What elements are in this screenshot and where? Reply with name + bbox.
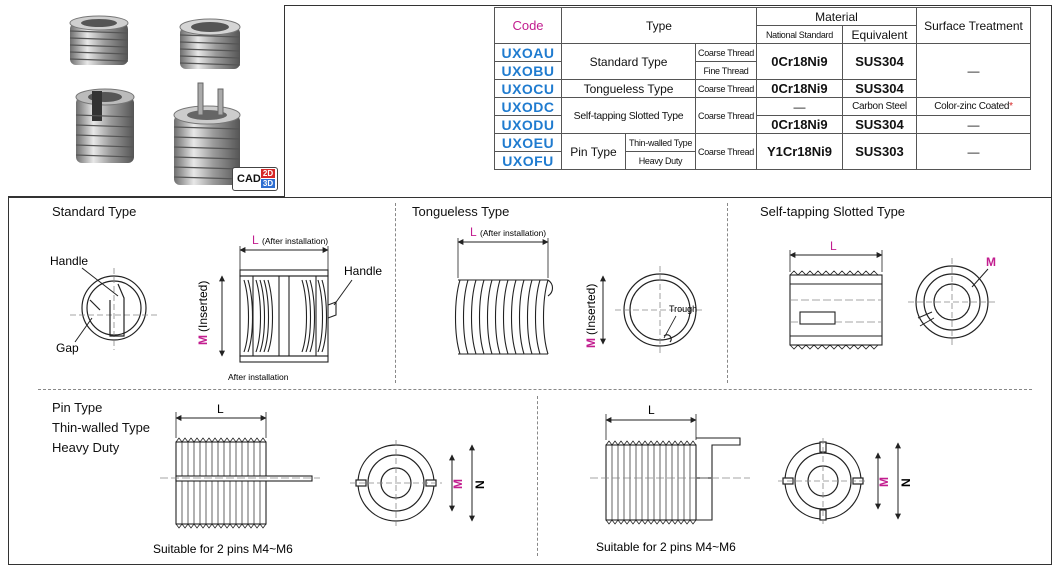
leader-handle-left (81, 267, 119, 297)
label-L-selftap: L (830, 239, 837, 253)
product-photos (69, 15, 241, 185)
label-trough: Trough (669, 304, 697, 314)
national-uxoeu: Y1Cr18Ni9 (755, 133, 843, 170)
equivalent-uxoau: SUS304 (841, 43, 917, 80)
pin-side-view-2 (590, 437, 750, 525)
insert-photo-3 (75, 88, 135, 163)
header-code: Code (494, 7, 562, 44)
label-N-pin-2: N (899, 478, 913, 487)
national-uxocu: 0Cr18Ni9 (755, 79, 843, 98)
header-surface: Surface Treatment (915, 7, 1031, 44)
code-uxoeu: UXOEU (494, 133, 562, 152)
surface-uxoau: — (915, 43, 1031, 98)
thread-uxodc: Coarse Thread (695, 97, 757, 134)
label-M-standard: M (196, 335, 210, 345)
title-pin-1: Pin Type (52, 400, 103, 415)
label-inserted-tongueless: (Inserted) (584, 284, 598, 335)
header-equivalent: Equivalent (841, 25, 917, 44)
label-M-pin-1: M (451, 479, 465, 489)
tongueless-side-view (455, 279, 554, 355)
code-uxoau: UXOAU (494, 43, 562, 62)
cad-label: CAD (237, 173, 261, 185)
leader-gap (74, 317, 93, 343)
leader-trough (663, 315, 677, 339)
label-after-installation: After installation (228, 372, 289, 382)
label-M-tongueless: M (584, 338, 598, 348)
label-handle-left: Handle (50, 254, 88, 268)
label-L-tongueless: L (470, 225, 477, 239)
label-M-tongueless-group: M (Inserted) (584, 284, 598, 348)
leader-M-selftap (971, 268, 989, 288)
cad-2d-label: 2D (261, 169, 275, 178)
insert-photo-4 (173, 82, 241, 185)
national-uxoau: 0Cr18Ni9 (755, 43, 843, 80)
label-M-standard-group: M (Inserted) (196, 281, 210, 345)
type-standard: Standard Type (561, 43, 696, 80)
product-photo-panel (8, 5, 285, 197)
cad-3d-label: 3D (261, 179, 275, 188)
code-uxofu: UXOFU (494, 151, 562, 170)
cad-badge[interactable]: CAD 2D 3D (232, 167, 278, 191)
standard-side-view (239, 269, 337, 363)
standard-end-view (70, 268, 160, 350)
leader-handle-right (333, 279, 353, 306)
star-mark: * (1009, 101, 1013, 112)
row-separator (38, 389, 1032, 390)
pin-end-view-2 (778, 438, 868, 524)
label-M-selftap: M (986, 255, 996, 269)
label-L-pin-1: L (217, 402, 224, 416)
spec-table: Code Type Material Surface Treatment Nat… (494, 7, 1031, 170)
pin-side-view-1 (160, 437, 320, 529)
title-standard: Standard Type (52, 204, 137, 219)
title-tongueless: Tongueless Type (412, 204, 510, 219)
insert-photo-1 (69, 15, 129, 65)
title-selftap: Self-tapping Slotted Type (760, 204, 906, 219)
outer-frame (8, 5, 1052, 565)
thread-uxoeu: Coarse Thread (695, 133, 757, 170)
sub-heavy-duty: Heavy Duty (625, 151, 696, 170)
col-separator-2 (727, 203, 728, 383)
pin-end-view-1 (350, 440, 442, 526)
label-N-pin-1: N (473, 480, 487, 489)
code-uxodu: UXODU (494, 115, 562, 134)
label-inserted-standard: (Inserted) (196, 281, 210, 332)
code-uxodc: UXODC (494, 97, 562, 116)
type-pin: Pin Type (561, 133, 626, 170)
selftap-side-view (789, 270, 883, 350)
label-after-standard: (After installation) (262, 236, 328, 246)
surface-uxoeu: — (915, 133, 1031, 170)
col-separator-1 (395, 203, 396, 383)
title-pin-3: Heavy Duty (52, 440, 120, 455)
label-L-standard: L (252, 233, 259, 247)
label-after-tongueless: (After installation) (480, 228, 546, 238)
label-M-pin-2: M (877, 477, 891, 487)
top-separator (8, 197, 1052, 198)
tongueless-end-view (615, 266, 705, 354)
insert-photo-2 (179, 18, 241, 69)
col-separator-3 (537, 396, 538, 556)
selftap-end-view (908, 258, 996, 346)
label-gap: Gap (56, 341, 79, 355)
type-selftap: Self-tapping Slotted Type (561, 97, 696, 134)
surface-uxodc-text: Color-zinc Coated (934, 101, 1010, 112)
header-type: Type (561, 7, 757, 44)
equivalent-uxocu: SUS304 (841, 79, 917, 98)
header-material: Material (755, 7, 917, 26)
label-L-pin-2: L (648, 403, 655, 417)
title-pin-2: Thin-walled Type (52, 420, 151, 435)
note-pin-1: Suitable for 2 pins M4~M6 (153, 542, 293, 556)
note-pin-2: Suitable for 2 pins M4~M6 (596, 540, 736, 554)
label-handle-right: Handle (344, 264, 382, 278)
